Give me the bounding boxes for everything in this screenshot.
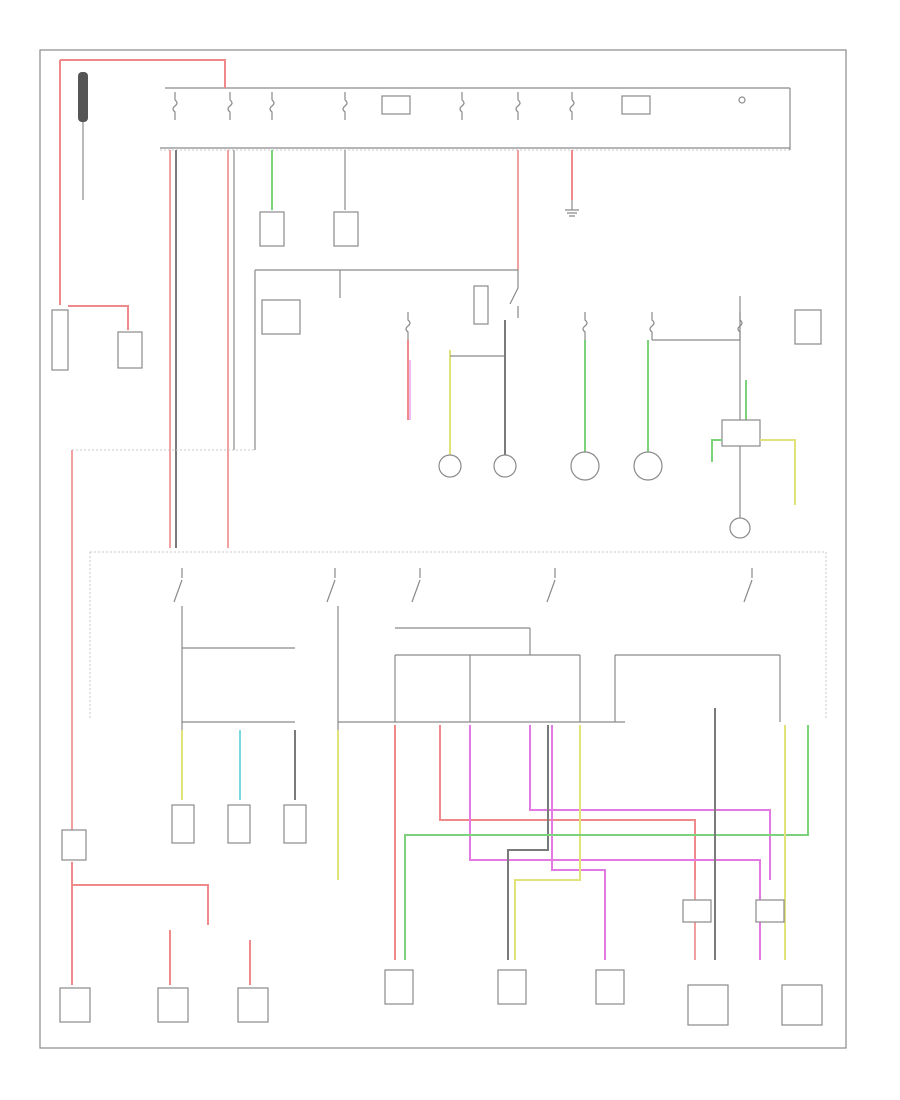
trailer-wire	[760, 439, 796, 505]
lamp-icon	[438, 451, 751, 539]
relay-icon	[237, 987, 269, 1023]
battery	[51, 305, 143, 371]
relay-icon	[781, 984, 823, 1026]
relay-icon	[59, 987, 91, 1023]
relay-icon	[333, 211, 359, 247]
battery-icon	[51, 309, 69, 371]
trailer-wire	[711, 439, 722, 462]
harness-wire	[507, 725, 549, 960]
connector-icon	[682, 899, 785, 923]
fuse-panel	[160, 87, 791, 151]
generator	[78, 72, 88, 200]
harness-wire	[439, 725, 696, 880]
fuse-icon	[405, 312, 743, 340]
relay-icon	[687, 984, 729, 1026]
harness-wire	[514, 725, 581, 960]
relay-icon	[157, 987, 189, 1023]
relay-icon	[261, 299, 301, 335]
connector-icon	[738, 96, 746, 104]
relay-icon	[117, 331, 143, 369]
diagram-frame	[39, 49, 847, 1049]
relay-icon	[794, 309, 822, 345]
harness-wire	[551, 725, 606, 960]
harness-wire	[529, 725, 771, 880]
feed-wire	[72, 884, 209, 925]
harness-wire	[469, 725, 761, 960]
relay-icon	[227, 804, 251, 844]
harness-wire	[404, 725, 809, 960]
ground-icon	[565, 200, 579, 217]
fuse-icon	[172, 92, 575, 120]
relay-icon	[621, 95, 651, 115]
relay-icon	[61, 829, 87, 861]
relay-icon	[381, 95, 411, 115]
relay-icon	[283, 804, 307, 844]
generator-icon	[78, 72, 88, 122]
relay-icon	[497, 969, 527, 1005]
relay-icon	[384, 969, 414, 1005]
relay-icon	[595, 969, 625, 1005]
relay-icon	[171, 804, 195, 844]
switch-icon	[173, 568, 753, 603]
connector-icon	[721, 419, 761, 447]
battery-feed-wire	[60, 59, 226, 88]
switch-icon	[473, 270, 519, 325]
relay-icon	[259, 211, 285, 247]
